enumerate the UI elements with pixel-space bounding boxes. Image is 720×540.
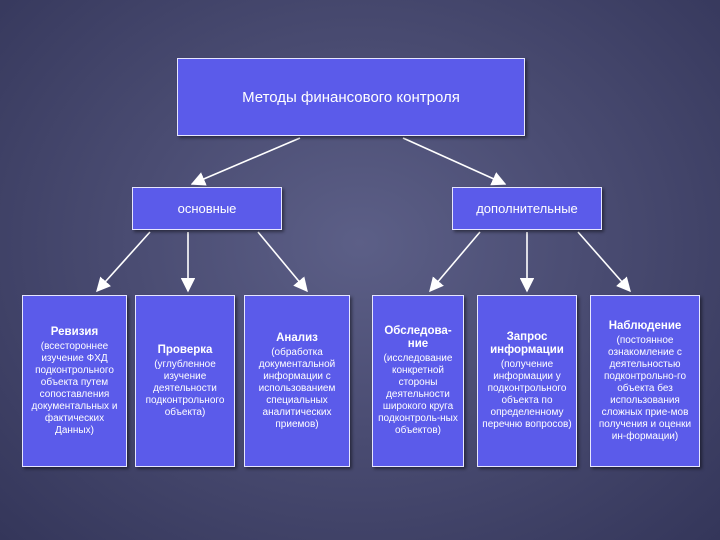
arrow-additional-to-survey xyxy=(429,231,481,293)
method-check-box: Проверка (углубленное изучение деятельно… xyxy=(135,295,235,467)
method-revision-title: Ревизия xyxy=(50,325,99,338)
category-basic-box: основные xyxy=(132,187,282,230)
arrow-additional-to-observation xyxy=(577,231,631,293)
method-analysis-box: Анализ (обработка документальной информа… xyxy=(244,295,350,467)
arrow-root-to-basic xyxy=(190,137,301,186)
category-additional-box: дополнительные xyxy=(452,187,602,230)
method-observation-desc: (постоянное ознакомление с деятельностью… xyxy=(598,334,692,442)
method-survey-title: Обследова-ние xyxy=(384,325,452,350)
method-analysis-title: Анализ xyxy=(276,331,318,344)
category-basic-label: основные xyxy=(177,201,237,216)
arrow-basic-to-analysis xyxy=(257,231,308,293)
method-check-title: Проверка xyxy=(157,343,213,356)
method-survey-box: Обследова-ние (исследование конкретной с… xyxy=(372,295,464,467)
method-request-box: Запрос информации (получение информации … xyxy=(477,295,577,467)
root-methods-box: Методы финансового контроля xyxy=(177,58,525,136)
method-observation-box: Наблюдение (постоянное ознакомление с де… xyxy=(590,295,700,467)
category-additional-label: дополнительные xyxy=(476,201,578,216)
method-observation-title: Наблюдение xyxy=(608,319,682,332)
method-analysis-desc: (обработка документальной информации с и… xyxy=(258,346,336,430)
method-request-desc: (получение информации у подконтрольного … xyxy=(482,359,572,430)
method-revision-desc: (всестороннее изучение ФХД подконтрольно… xyxy=(31,340,118,436)
arrow-basic-to-revision xyxy=(96,231,151,293)
method-check-desc: (углубленное изучение деятельности подко… xyxy=(145,358,225,418)
arrow-root-to-additional xyxy=(402,137,507,186)
method-request-title: Запрос информации xyxy=(490,331,564,356)
method-survey-desc: (исследование конкретной стороны деятель… xyxy=(378,353,458,436)
method-revision-box: Ревизия (всестороннее изучение ФХД подко… xyxy=(22,295,127,467)
root-label: Методы финансового контроля xyxy=(242,88,460,106)
